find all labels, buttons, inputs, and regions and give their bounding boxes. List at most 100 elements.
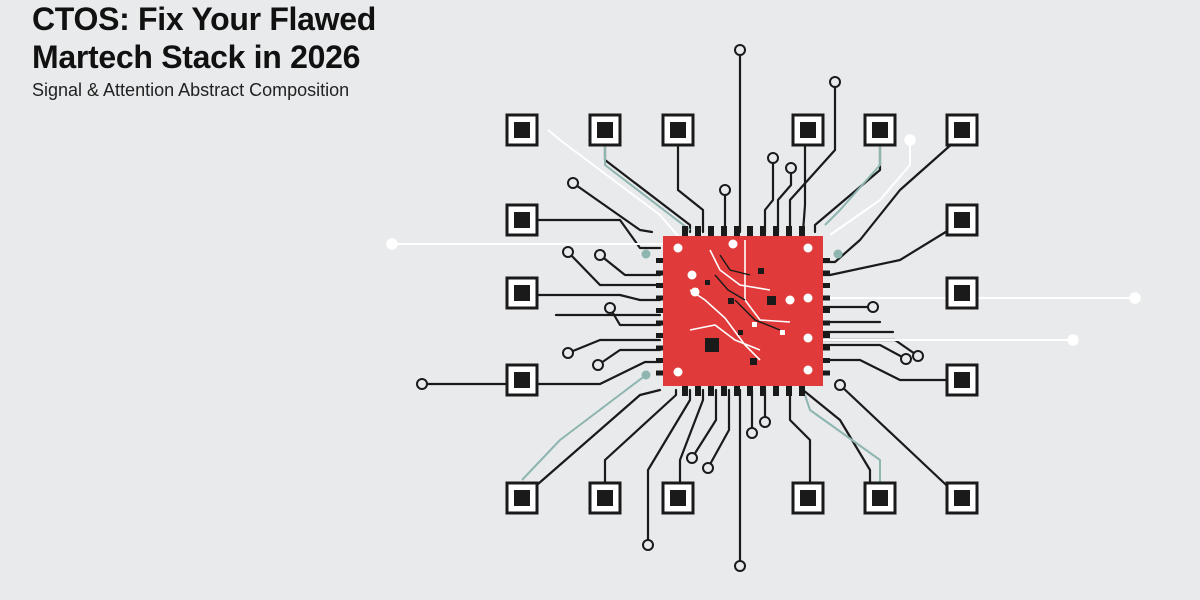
dark-trace-13 (535, 293, 662, 302)
chip-inner-square-3 (750, 358, 757, 365)
dark-trace-19 (821, 133, 964, 264)
dark-node-17 (642, 539, 654, 551)
chip-inner-trace-2 (714, 274, 746, 301)
chip-white-square-1 (752, 322, 757, 327)
white-node-1 (904, 134, 916, 146)
dark-node-12 (867, 301, 879, 313)
dark-node-4 (719, 184, 731, 196)
trace-end-nodes (386, 44, 1141, 572)
teal-trace-0 (604, 145, 691, 231)
chip-pin-right-9 (820, 370, 830, 376)
chip-pin-bottom-4 (734, 384, 740, 396)
pad-core (597, 490, 613, 506)
connector-pad-0 (505, 113, 539, 147)
pad-core (514, 490, 530, 506)
dark-node-1 (829, 76, 841, 88)
pad-core (800, 122, 816, 138)
pad-core (954, 122, 970, 138)
chip-pins (656, 226, 830, 396)
connector-pad-15 (791, 481, 825, 515)
chip-inner-square-4 (728, 298, 734, 304)
dark-node-2 (767, 152, 779, 164)
dark-trace-31 (690, 388, 718, 460)
dark-trace-35 (788, 388, 812, 500)
dark-trace-24 (821, 343, 908, 361)
chip-pin-left-3 (656, 295, 666, 301)
connector-pad-2 (661, 113, 695, 147)
dark-trace-6 (571, 181, 654, 234)
teal-traces (521, 145, 881, 498)
chip-pin-top-7 (773, 226, 779, 238)
chip-pin-left-0 (656, 258, 666, 263)
dark-node-0 (734, 44, 746, 56)
chip-inner-line-1 (689, 289, 761, 361)
connector-pad-8 (505, 276, 539, 310)
dark-node-5 (567, 177, 579, 189)
chip-dot-9 (785, 295, 795, 305)
chip-inner-line-0 (744, 240, 791, 323)
pad-outline (505, 276, 539, 310)
pad-outline (661, 481, 695, 515)
dark-trace-5 (676, 143, 705, 234)
dark-trace-18 (420, 360, 662, 386)
chip-inner-trace-0 (719, 254, 751, 276)
dark-trace-29 (646, 388, 692, 547)
chip-pin-left-2 (656, 283, 666, 288)
dark-node-15 (834, 379, 846, 391)
dark-node-14 (912, 350, 924, 362)
teal-node-2 (641, 370, 651, 380)
chip-pin-right-8 (820, 358, 830, 363)
chip-pin-top-5 (747, 226, 753, 238)
dark-trace-10 (535, 218, 662, 250)
chip-white-square-0 (693, 288, 698, 293)
dark-trace-16 (566, 338, 662, 355)
chip-pin-bottom-6 (760, 384, 766, 396)
chip-pin-right-4 (820, 308, 830, 313)
dark-trace-17 (596, 348, 662, 367)
connector-pad-3 (791, 113, 825, 147)
chip-inner-square-5 (705, 280, 710, 285)
chip-pin-bottom-1 (695, 384, 701, 396)
chip-pin-bottom-7 (773, 384, 779, 396)
dark-trace-32 (706, 388, 731, 470)
chip-pin-right-1 (820, 270, 830, 276)
connector-pad-5 (945, 113, 979, 147)
pad-core (670, 122, 686, 138)
dark-trace-26 (821, 358, 964, 382)
chip-pin-right-0 (820, 258, 830, 263)
chip-pin-top-3 (721, 226, 727, 238)
chip-pin-top-4 (734, 226, 740, 238)
connector-pad-6 (505, 203, 539, 237)
connector-pad-16 (863, 481, 897, 515)
connector-pad-10 (505, 363, 539, 397)
pad-core (597, 122, 613, 138)
white-trace-1 (547, 129, 691, 251)
connector-pad-1 (588, 113, 622, 147)
chip-pin-bottom-2 (708, 384, 714, 396)
dark-node-3 (785, 162, 797, 174)
dark-node-7 (594, 249, 606, 261)
chip-white-square-2 (780, 330, 785, 335)
connector-pad-7 (945, 203, 979, 237)
pad-core (514, 285, 530, 301)
connector-pad-13 (588, 481, 622, 515)
chip-dot-7 (803, 365, 813, 375)
chip-pin-bottom-3 (721, 384, 727, 396)
teal-trace-1 (824, 145, 881, 226)
connector-pads (505, 113, 979, 515)
dark-node-21 (759, 416, 771, 428)
pad-core (954, 372, 970, 388)
chip-dot-4 (803, 293, 813, 303)
chip-pin-bottom-8 (786, 384, 792, 396)
chip-pin-left-9 (656, 370, 666, 376)
pad-core (954, 490, 970, 506)
dark-trace-20 (821, 220, 964, 277)
chip-pin-bottom-5 (747, 384, 753, 396)
dark-trace-8 (801, 143, 807, 234)
teal-node-0 (641, 249, 651, 259)
chip-pin-top-8 (786, 226, 792, 238)
chip-body (663, 236, 823, 386)
chip-inner-square-6 (738, 330, 743, 335)
dark-node-9 (562, 347, 574, 359)
